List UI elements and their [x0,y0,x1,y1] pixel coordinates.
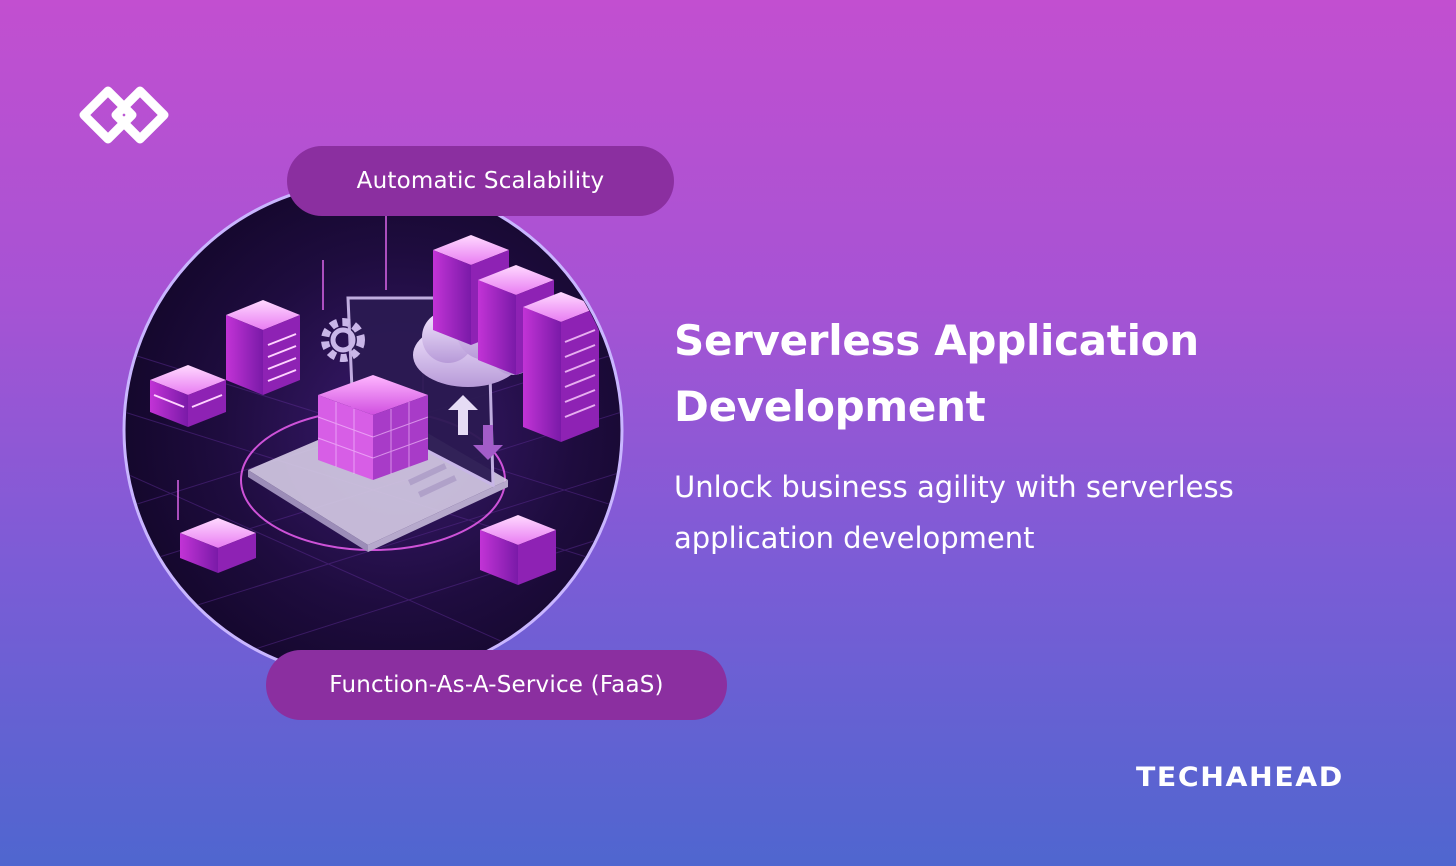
logo-icon [79,86,169,144]
feature-badge-label: Function-As-A-Service (FaaS) [329,672,664,698]
serverless-illustration [122,180,624,680]
subtitle-line-2: application development [674,521,1035,555]
feature-badge-label: Automatic Scalability [356,168,605,194]
page-title-line-2: Development [674,382,986,431]
feature-badge-automatic-scalability: Automatic Scalability [287,146,674,216]
feature-badge-faas: Function-As-A-Service (FaaS) [266,650,727,720]
subtitle: Unlock business agility with serverless … [674,462,1394,564]
page-title-line-1: Serverless Application [674,316,1199,365]
page-title: Serverless Application Development [674,308,1374,440]
brand-logo: TECHAHEAD [1136,762,1344,793]
subtitle-line-1: Unlock business agility with serverless [674,470,1234,504]
